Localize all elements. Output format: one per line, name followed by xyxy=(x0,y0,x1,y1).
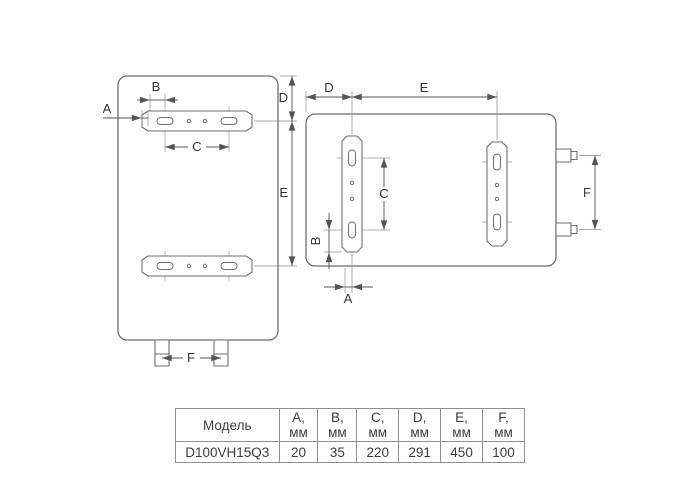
horizontal-view: D E C B xyxy=(305,80,601,306)
dim-label-c: C xyxy=(379,186,388,201)
pipe xyxy=(555,148,572,163)
dim-c-horizontal: C xyxy=(377,158,391,230)
table-cell: 291 xyxy=(398,441,442,463)
dim-label-f: F xyxy=(187,350,195,365)
dim-f-horizontal: F xyxy=(579,155,601,230)
dim-d-horizontal: D xyxy=(305,80,353,134)
dim-label-d: D xyxy=(324,80,333,95)
dim-label-e: E xyxy=(279,185,288,200)
technical-drawing: A B C D xyxy=(103,75,601,367)
dim-label-a: A xyxy=(344,291,353,306)
table-header-cell: A, мм xyxy=(278,408,319,442)
pipe xyxy=(570,224,578,235)
table-cell: 20 xyxy=(278,441,319,463)
table-cell: 220 xyxy=(356,441,400,463)
dim-a-horizontal: A xyxy=(324,252,373,306)
pipe xyxy=(570,150,578,161)
dim-label-b: B xyxy=(152,79,161,94)
table-cell: 35 xyxy=(317,441,358,463)
dim-label-d: D xyxy=(279,90,288,105)
dim-f-vertical: F xyxy=(162,350,221,365)
pipe xyxy=(213,339,229,367)
table-header-cell: F, мм xyxy=(482,408,525,442)
pipe xyxy=(154,339,170,367)
dim-label-e: E xyxy=(420,80,429,95)
table-header-cell: E, мм xyxy=(440,408,484,442)
mounting-bracket-right xyxy=(482,141,512,247)
table-cell: 100 xyxy=(482,441,525,463)
table-cell: 450 xyxy=(440,441,484,463)
table-cell-model: D100VH15Q3 xyxy=(175,441,280,463)
spec-table-wrapper: Модель A, мм B, мм C, мм D, мм E, мм F, … xyxy=(175,408,525,463)
spec-table: Модель A, мм B, мм C, мм D, мм E, мм F, … xyxy=(175,408,525,463)
table-header-cell: B, мм xyxy=(317,408,358,442)
dim-b-horizontal: B xyxy=(308,213,342,269)
dim-label-f: F xyxy=(583,185,591,200)
dim-e-horizontal: E xyxy=(352,80,498,140)
pipes-side xyxy=(555,148,578,237)
table-header-cell: C, мм xyxy=(356,408,400,442)
dim-a-vertical: A xyxy=(103,101,149,126)
vertical-view: A B C D xyxy=(103,75,297,367)
mounting-bracket-left xyxy=(324,135,390,253)
pipe xyxy=(555,222,572,237)
table-header-cell: Модель xyxy=(175,408,280,442)
dim-c-vertical: C xyxy=(165,139,229,154)
table-header-row: Модель A, мм B, мм C, мм D, мм E, мм F, … xyxy=(175,408,525,442)
dim-b-vertical: B xyxy=(137,79,178,111)
mounting-bracket-top xyxy=(141,106,253,152)
mounting-bracket-bottom xyxy=(141,251,253,281)
dim-d-vertical: D xyxy=(254,75,297,122)
table-row: D100VH15Q3 20 35 220 291 450 100 xyxy=(175,441,525,463)
dim-label-c: C xyxy=(192,139,201,154)
dim-e-vertical: E xyxy=(254,121,297,267)
dim-label-a: A xyxy=(103,101,112,116)
dim-label-b: B xyxy=(308,237,323,246)
table-header-cell: D, мм xyxy=(398,408,442,442)
